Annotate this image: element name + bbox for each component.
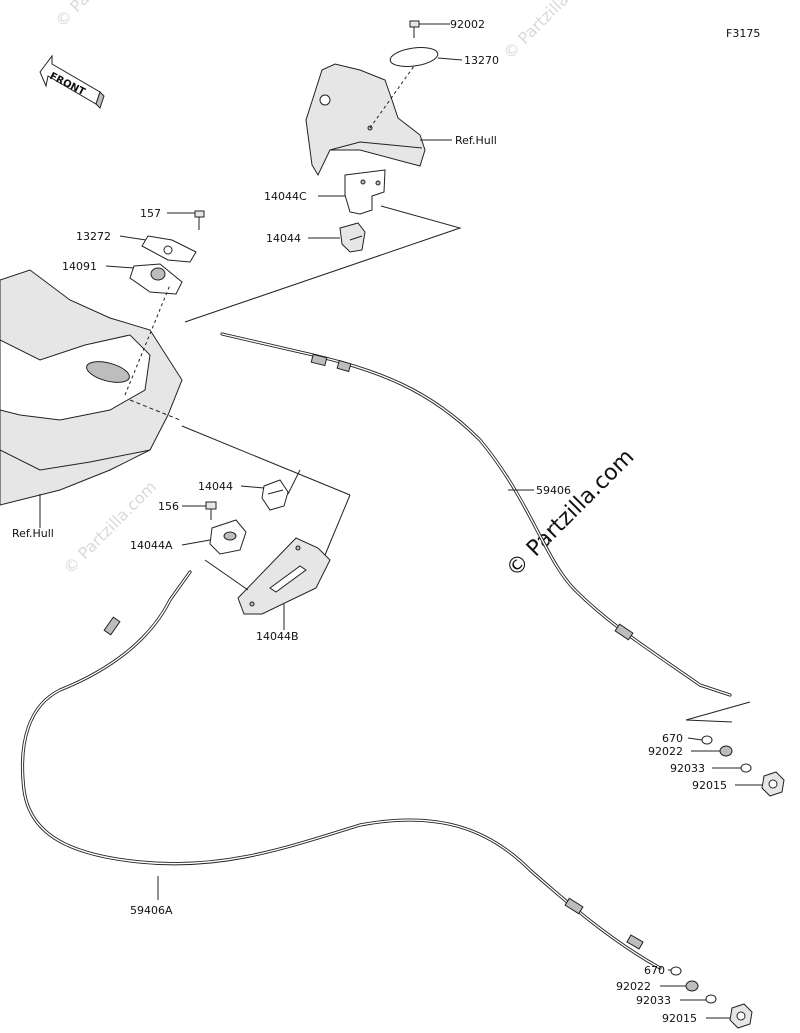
label-14044a: 14044A: [130, 539, 173, 552]
label-92015-upper: 92015: [692, 779, 727, 792]
plate-13270-icon: [389, 46, 439, 68]
label-92033-upper: 92033: [670, 762, 705, 775]
grommet-assembly: [129, 210, 205, 295]
hull-section-top-icon: [305, 63, 426, 177]
washer-670-icon: [701, 735, 713, 745]
label-156: 156: [158, 500, 179, 513]
label-157: 157: [140, 207, 161, 220]
label-59406a: 59406A: [130, 904, 173, 917]
label-670-lower: 670: [644, 964, 665, 977]
label-ref-hull-left: Ref.Hull: [12, 527, 54, 540]
bracket-14044c-icon: [344, 169, 386, 215]
label-92022-upper: 92022: [648, 745, 683, 758]
label-14044b: 14044B: [256, 630, 299, 643]
lower-bracket-assembly: [181, 425, 351, 615]
bracket-14044b-icon: [237, 537, 331, 615]
hardware-set-lower: [670, 966, 753, 1029]
label-92002: 92002: [450, 18, 485, 31]
watermark-text: © Partzilla.com: [499, 0, 600, 63]
watermark-text: © Partzilla.com: [51, 0, 152, 31]
label-13270: 13270: [464, 54, 499, 67]
label-670-upper: 670: [662, 732, 683, 745]
washer-92033-icon: [740, 763, 752, 773]
washer-670-icon: [670, 966, 682, 976]
front-arrow-icon: FRONT: [39, 54, 105, 109]
label-92022-lower: 92022: [616, 980, 651, 993]
part-labels: 92002 13270 Ref.Hull 14044C 14044 157 13…: [12, 18, 727, 1025]
label-13272: 13272: [76, 230, 111, 243]
label-92015-lower: 92015: [662, 1012, 697, 1025]
washer-92033-icon: [705, 994, 717, 1004]
nut-92022-icon: [719, 745, 733, 757]
figure-code: F3175: [726, 27, 760, 40]
label-14044c: 14044C: [264, 190, 307, 203]
label-14044-mid: 14044: [198, 480, 233, 493]
watermark-text: © Partzilla.com: [59, 477, 160, 578]
cable-59406-icon: [184, 205, 751, 723]
bolt-92002-icon: [409, 20, 420, 38]
clamp-14044-top-icon: [339, 222, 366, 253]
label-ref-hull-top: Ref.Hull: [455, 134, 497, 147]
label-14091: 14091: [62, 260, 97, 273]
top-mount-assembly: [305, 20, 439, 253]
label-14044-top: 14044: [266, 232, 301, 245]
clamp-14044-mid-icon: [261, 479, 289, 511]
cable-59406a-icon: [20, 570, 662, 970]
hull-section-left-icon: [0, 269, 183, 506]
leader-lines: [39, 23, 762, 1019]
nut-92022-icon: [685, 980, 699, 992]
watermark-text: © Partzilla.com: [502, 445, 640, 583]
label-92033-lower: 92033: [636, 994, 671, 1007]
label-59406: 59406: [536, 484, 571, 497]
